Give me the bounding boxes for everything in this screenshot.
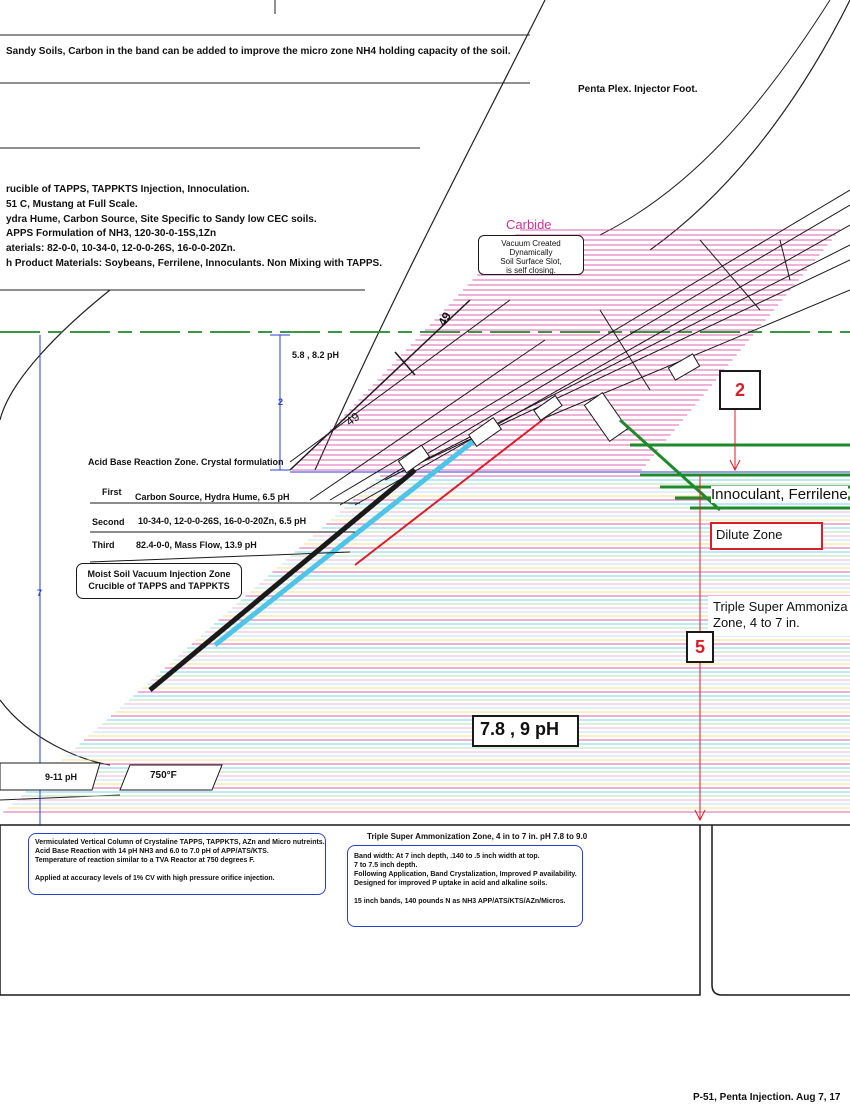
frame-arc-right-2: [599, 0, 831, 236]
row-first-text: Carbon Source, Hydra Hume, 6.5 pH: [135, 492, 290, 502]
ph-9-11-label: 9-11 pH: [45, 772, 78, 782]
callout-line: is self closing.: [506, 266, 556, 275]
page-frame-left: [0, 825, 701, 996]
info-right-line: Band width: At 7 inch depth, .140 to .5 …: [354, 853, 540, 860]
info-box-left: Vermiculated Vertical Column of Crystali…: [28, 833, 326, 895]
dilute-zone-box: Dilute Zone: [710, 522, 823, 550]
row-second-text: 10-34-0, 12-0-0-26S, 16-0-0-20Zn, 6.5 pH: [138, 516, 307, 526]
temp-750-bar: [119, 764, 223, 791]
spec-line: aterials: 82-0-0, 10-34-0, 12-0-0-26S, 1…: [6, 243, 236, 254]
wheel-arc-left-2: [0, 699, 111, 766]
frame-arc-right: [649, 0, 850, 251]
spec-line: h Product Materials: Soybeans, Ferrilene…: [6, 258, 382, 269]
wheel-arc-outer: [314, 0, 546, 471]
row-first-label: First: [102, 487, 122, 497]
row-pointers: [89, 502, 360, 563]
temp-750-label: 750°F: [150, 770, 177, 781]
ph-9-11-bar: [0, 762, 101, 791]
marker-2-box: 2: [719, 370, 761, 410]
row-second-label: Second: [92, 517, 125, 527]
angle-tick: [394, 351, 416, 376]
wheel-arc-left: [0, 289, 111, 421]
reaction-zone-label: Acid Base Reaction Zone. Crystal formula…: [88, 457, 284, 467]
info-right-line: 7 to 7.5 inch depth.: [354, 862, 418, 869]
callout-line: Soil Surface Slot,: [500, 257, 562, 266]
injection-tube-red: [354, 417, 546, 566]
carbide-label: Carbide: [506, 217, 552, 232]
callout-line: Vacuum Created Dynamically: [501, 239, 561, 257]
depth-7-label: 7: [37, 588, 43, 598]
vacuum-line: Moist Soil Vacuum Injection Zone: [87, 569, 231, 579]
marker-5-box: 5: [686, 631, 714, 663]
info-box-right: Band width: At 7 inch depth, .140 to .5 …: [347, 845, 583, 927]
angle-line: [289, 299, 471, 471]
info-left-line: Acid Base Reaction with 14 pH NH3 and 6.…: [35, 848, 269, 855]
injector-foot-label: Penta Plex. Injector Foot.: [578, 84, 698, 95]
ph-zone-box: 7.8 , 9 pH: [472, 715, 579, 747]
page-label: P-51, Penta Injection. Aug 7, 17: [693, 1092, 841, 1103]
info-right-footer: 15 inch bands, 140 pounds N as NH3 APP/A…: [354, 898, 566, 905]
carbide-callout: Vacuum Created Dynamically Soil Surface …: [478, 235, 584, 275]
top-ph-label: 5.8 , 8.2 pH: [292, 350, 340, 360]
sandy-soils-note: Sandy Soils, Carbon in the band can be a…: [6, 46, 511, 57]
vacuum-line: Crucible of TAPPS and TAPPKTS: [88, 581, 230, 591]
spec-line: 51 C, Mustang at Full Scale.: [6, 199, 138, 210]
spec-line: APPS Formulation of NH3, 120-30-0-15S,1Z…: [6, 228, 217, 239]
injector-fittings: [397, 353, 701, 474]
depth-2-label: 2: [278, 397, 284, 407]
info-left-line: Vermiculated Vertical Column of Crystali…: [35, 839, 325, 846]
injection-tube-cyan: [213, 438, 477, 647]
spec-line: ydra Hume, Carbon Source, Site Specific …: [6, 214, 317, 225]
page-frame-right: [711, 825, 850, 996]
info-left-footer: Applied at accuracy levels of 1% CV with…: [35, 875, 275, 882]
info-right-line: Designed for improved P uptake in acid a…: [354, 880, 548, 887]
ph-zone-label: 7.8 , 9 pH: [480, 719, 560, 739]
info-right-title: Triple Super Ammonization Zone, 4 in to …: [367, 832, 588, 841]
dilute-zone-label: Dilute Zone: [716, 527, 783, 542]
info-left-line: Temperature of reaction similar to a TVA…: [35, 857, 255, 864]
innoculant-label: Innoculant, Ferrilene: [711, 486, 848, 503]
row-third-label: Third: [92, 540, 115, 550]
info-right-line: Following Application, Band Crystalizati…: [354, 871, 577, 878]
vacuum-zone-box: Moist Soil Vacuum Injection Zone Crucibl…: [76, 563, 242, 599]
triple-zone-line2: Zone, 4 to 7 in.: [713, 615, 800, 630]
triple-zone-label-box: Triple Super Ammoniza Zone, 4 to 7 in.: [708, 596, 850, 636]
triple-zone-line1: Triple Super Ammoniza: [713, 599, 848, 614]
row-third-text: 82.4-0-0, Mass Flow, 13.9 pH: [136, 540, 257, 550]
injection-tube-black: [148, 468, 417, 692]
dimension-lines: [39, 334, 290, 825]
marker-2: 2: [734, 380, 745, 400]
marker-5: 5: [694, 637, 705, 657]
spec-line: rucible of TAPPS, TAPPKTS Injection, Inn…: [6, 184, 250, 195]
